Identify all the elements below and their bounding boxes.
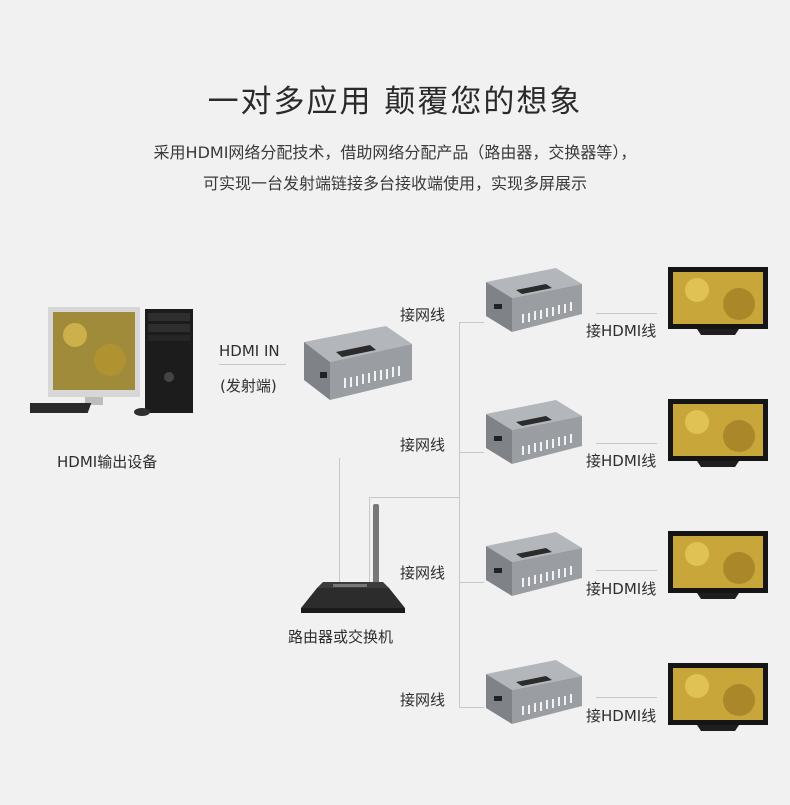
router-device xyxy=(297,500,409,618)
output-label-3: 接HDMI线 xyxy=(586,580,657,598)
branch-4 xyxy=(459,707,484,708)
tv-display-1 xyxy=(667,266,769,336)
tv-link-3 xyxy=(596,570,657,571)
tv-display-3 xyxy=(667,530,769,600)
receiver-device-3 xyxy=(482,528,586,600)
source-computer xyxy=(30,305,200,425)
router-uplink-left xyxy=(339,458,340,590)
branch-2 xyxy=(459,452,484,453)
receiver-device-1 xyxy=(482,264,586,336)
transmitter-role-label: (发射端) xyxy=(220,377,277,395)
output-label-2: 接HDMI线 xyxy=(586,452,657,470)
receiver-device-2 xyxy=(482,396,586,468)
router-uplink-right xyxy=(369,497,370,590)
tv-display-4 xyxy=(667,662,769,732)
router-uplink-horizontal xyxy=(369,497,460,498)
cable-label-4: 接网线 xyxy=(400,691,446,709)
description-line-2: 可实现一台发射端链接多台接收端使用，实现多屏展示 xyxy=(202,174,587,193)
hdmi-in-label: HDMI IN xyxy=(219,342,280,360)
source-label: HDMI输出设备 xyxy=(57,453,158,471)
router-label: 路由器或交换机 xyxy=(288,628,394,646)
output-label-4: 接HDMI线 xyxy=(586,707,657,725)
tv-link-2 xyxy=(596,443,657,444)
tv-link-4 xyxy=(596,697,657,698)
transmitter-device xyxy=(300,322,416,402)
branch-3 xyxy=(459,582,484,583)
distribution-trunk xyxy=(459,322,460,707)
receiver-device-4 xyxy=(482,656,586,728)
branch-1 xyxy=(459,322,484,323)
tv-link-1 xyxy=(596,313,657,314)
description-line-1: 采用HDMI网络分配技术，借助网络分配产品（路由器，交换器等）， xyxy=(153,143,637,162)
cable-label-3: 接网线 xyxy=(400,564,446,582)
page-title: 一对多应用 颠覆您的想象 xyxy=(207,84,583,120)
output-label-1: 接HDMI线 xyxy=(586,322,657,340)
tv-display-2 xyxy=(667,398,769,468)
cable-label-1: 接网线 xyxy=(400,306,446,324)
hdmi-in-underline xyxy=(219,364,286,365)
cable-label-2: 接网线 xyxy=(400,436,446,454)
